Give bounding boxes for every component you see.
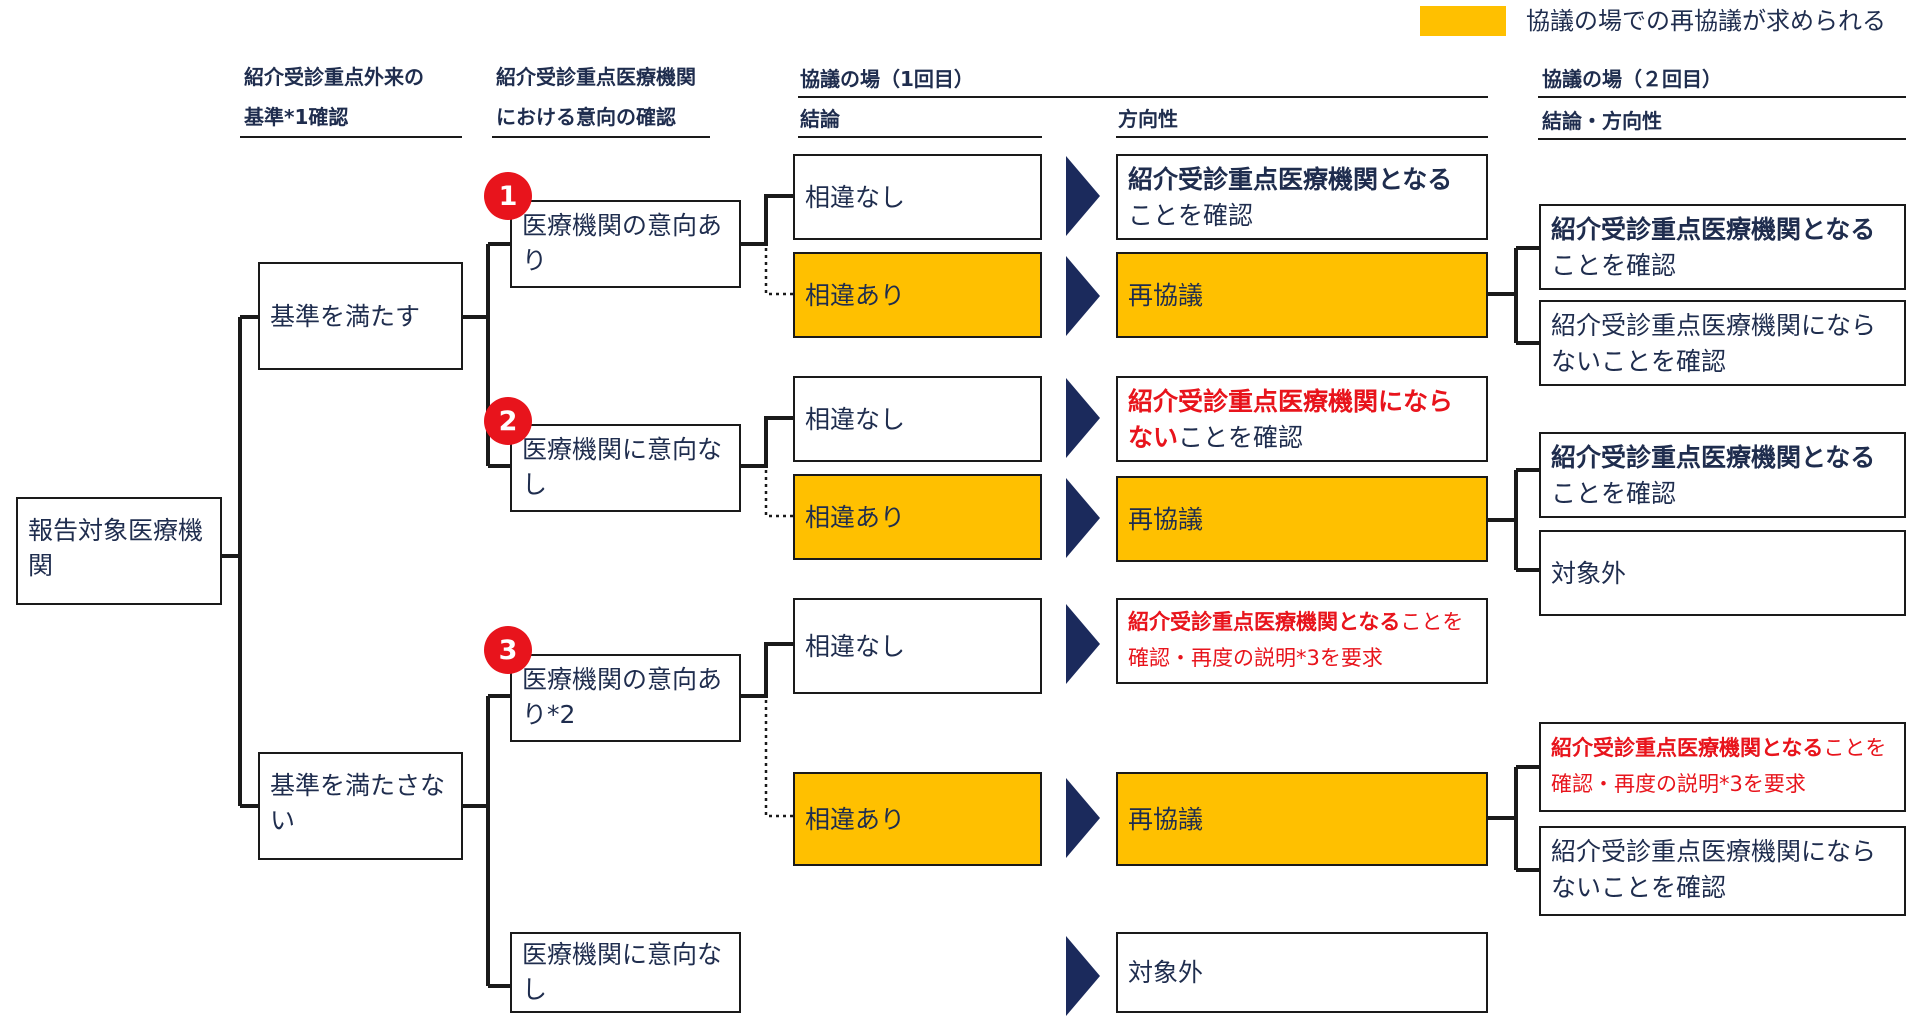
direction-become-request: 紹介受診重点医療機関となることを確認・再度の説明*3を要求	[1116, 598, 1488, 684]
badge-3: 3	[484, 626, 532, 674]
arrow-right-icon	[1066, 936, 1100, 1016]
direction-become-rest: ことを確認	[1128, 201, 1254, 230]
header-underline	[1116, 136, 1488, 138]
arrow-right-icon	[1066, 156, 1100, 236]
header-criteria-line1: 紹介受診重点外来の	[244, 65, 424, 89]
direction-not-become: 紹介受診重点医療機関にならないことを確認	[1116, 376, 1488, 462]
conclusion-no-diff: 相違なし	[793, 154, 1042, 240]
conclusion-no-diff: 相違なし	[793, 376, 1042, 462]
round2-become: 紹介受診重点医療機関となることを確認	[1539, 204, 1906, 290]
round2-become-rest: ことを確認	[1551, 479, 1677, 508]
round2-become: 紹介受診重点医療機関となることを確認	[1539, 432, 1906, 518]
header-underline	[1538, 96, 1906, 98]
conclusion-no-diff: 相違なし	[793, 598, 1042, 694]
header-round2-sub: 結論・方向性	[1542, 109, 1662, 133]
criteria-meets: 基準を満たす	[258, 262, 463, 370]
criteria-not-meets: 基準を満たさない	[258, 752, 463, 860]
direction-become-bold: 紹介受診重点医療機関とな	[1128, 165, 1428, 194]
direction-out-of-scope: 対象外	[1116, 932, 1488, 1013]
conclusion-diff: 相違あり	[793, 252, 1042, 338]
round2-become-bold: 紹介受診重点医療機関とな	[1551, 215, 1851, 244]
intent-no: 医療機関に意向なし	[510, 424, 741, 512]
badge-2: 2	[484, 397, 532, 445]
direction-become: 紹介受診重点医療機関となることを確認	[1116, 154, 1488, 240]
direction-rediscuss: 再協議	[1116, 772, 1488, 866]
legend-swatch	[1420, 6, 1506, 36]
header-underline	[1538, 138, 1906, 140]
header-round1-direction: 方向性	[1118, 107, 1178, 131]
round2-not-become: 紹介受診重点医療機関にならないことを確認	[1539, 300, 1906, 386]
conclusion-diff: 相違あり	[793, 772, 1042, 866]
intent-no-2: 医療機関に意向なし	[510, 932, 741, 1013]
intent-yes-2: 医療機関の意向あり*2	[510, 654, 741, 742]
direction-not-become-rest: ことを確認	[1178, 423, 1304, 452]
header-round1-conclusion: 結論	[800, 107, 840, 131]
direction-rediscuss: 再協議	[1116, 476, 1488, 562]
header-criteria-line2: 基準*1確認	[244, 105, 349, 129]
header-underline	[240, 136, 462, 138]
arrow-right-icon	[1066, 256, 1100, 336]
arrow-right-icon	[1066, 378, 1100, 458]
arrow-right-icon	[1066, 604, 1100, 684]
header-round1: 協議の場（1回目）	[800, 67, 974, 91]
round2-not-become: 紹介受診重点医療機関にならないことを確認	[1539, 826, 1906, 916]
direction-not-become-bold: 紹介受診重点医療機関にならない	[1128, 387, 1454, 452]
direction-become-request-rest: ことを確認・再度の説明*3を要求	[1128, 610, 1464, 670]
round2-become-bold: 紹介受診重点医療機関とな	[1551, 443, 1851, 472]
round2-become-request: 紹介受診重点医療機関となることを確認・再度の説明*3を要求	[1539, 722, 1906, 812]
conclusion-diff: 相違あり	[793, 474, 1042, 560]
direction-become-request-bold: 紹介受診重点医療機関となる	[1128, 610, 1401, 634]
arrow-right-icon	[1066, 478, 1100, 558]
header-intent-line1: 紹介受診重点医療機関	[496, 65, 696, 89]
round2-become-request-rest: ことを確認・再度の説明*3を要求	[1551, 736, 1887, 796]
direction-rediscuss: 再協議	[1116, 252, 1488, 338]
header-intent-line2: における意向の確認	[496, 105, 676, 129]
round2-out-of-scope: 対象外	[1539, 530, 1906, 616]
round2-become-bold2: る	[1850, 443, 1876, 472]
header-underline	[798, 136, 1042, 138]
round2-become-bold2: る	[1850, 215, 1876, 244]
legend-label: 協議の場での再協議が求められる	[1526, 7, 1886, 35]
round2-become-request-bold: 紹介受診重点医療機関となる	[1551, 736, 1824, 760]
header-underline	[798, 96, 1488, 98]
direction-become-bold2: る	[1427, 165, 1453, 194]
header-underline	[492, 136, 710, 138]
arrow-right-icon	[1066, 778, 1100, 858]
root-node: 報告対象医療機関	[16, 497, 222, 605]
header-round2: 協議の場（２回目）	[1542, 67, 1722, 91]
round2-become-rest: ことを確認	[1551, 251, 1677, 280]
intent-yes: 医療機関の意向あり	[510, 200, 741, 288]
badge-1: 1	[484, 172, 532, 220]
